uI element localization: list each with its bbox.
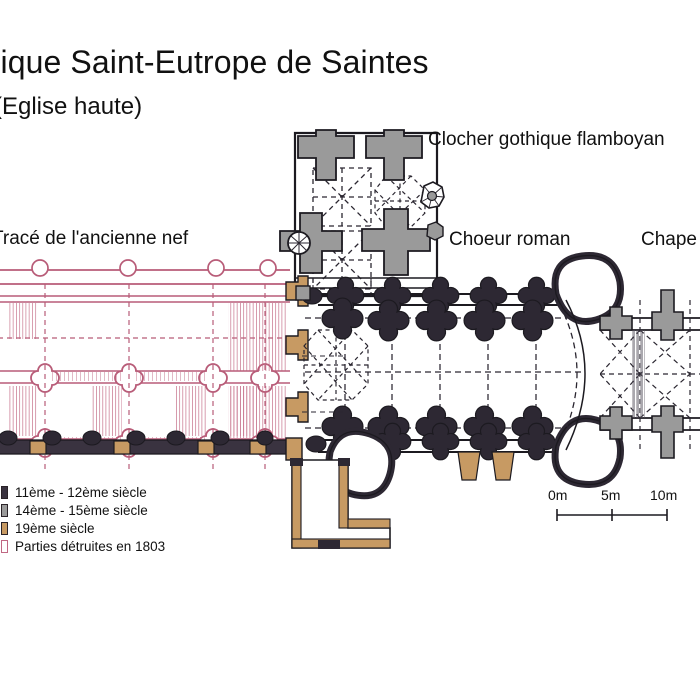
romanesque-choir [303,252,624,500]
choir-pier-group [321,276,556,461]
legend-label: 11ème - 12ème siècle [15,484,147,500]
legend-item: Parties détruites en 1803 [0,537,165,555]
legend-label: 19ème siècle [15,520,95,536]
spiral-staircase-icon [287,231,311,255]
label-choeur-roman: Choeur roman [449,229,571,250]
nineteenth-century-additions [285,275,309,461]
legend-item: 14ème - 15ème siècle [0,501,165,519]
scale-bar-graphic [556,509,668,521]
legend-swatch-14-15e [1,503,8,517]
label-clocher-gothique: Clocher gothique flamboyan [428,129,665,150]
bell-tower-block [279,129,445,298]
south-choir-buttresses [457,451,515,481]
legend: 11ème - 12ème siècle 14ème - 15ème siècl… [0,483,165,555]
legend-item: 11ème - 12ème siècle [0,483,165,501]
east-chapel-bay [599,289,700,459]
north-apse-chapel [551,252,624,325]
label-chapelle: Chape [641,229,697,250]
legend-swatch-detruites [1,539,8,553]
legend-swatch-19e [1,521,8,535]
south-apse-chapel [551,415,624,488]
scale-tick-5: 5m [601,487,621,503]
legend-label: Parties détruites en 1803 [15,538,166,554]
page-title: silique Saint-Eutrope de Saintes [0,44,429,80]
legend-swatch-11-12e [1,485,8,499]
scale-tick-0: 0m [548,487,568,503]
south-nave-wall [0,430,293,455]
scale-bar: 0m 5m 10m [546,487,678,504]
scale-tick-10: 10m [650,487,678,503]
label-ancienne-nef: Tracé de l'ancienne nef [0,228,189,249]
legend-label: 14ème - 15ème siècle [15,502,148,518]
legend-item: 19ème siècle [0,519,165,537]
south-annex-sacristy [290,458,391,549]
page-subtitle: (Eglise haute) [0,93,143,120]
